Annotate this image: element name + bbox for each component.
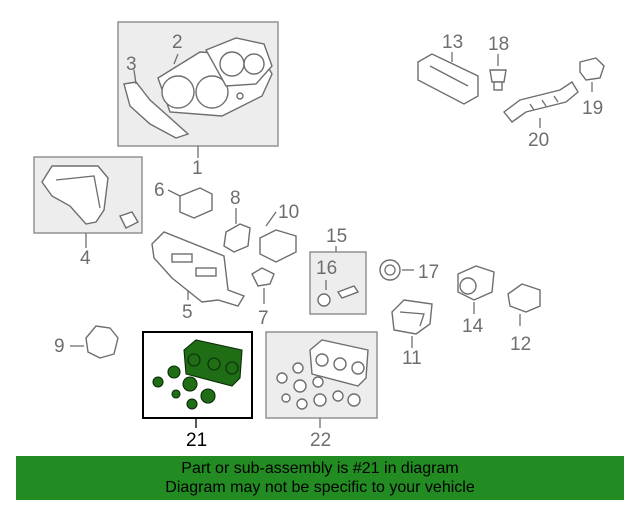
part-group-13[interactable]: 13 [417,32,479,105]
display-13 [417,53,479,105]
label-10: 10 [278,202,299,223]
part-group-19[interactable]: 19 [579,57,605,119]
knob-17 [379,259,401,281]
sensor-18 [489,69,507,83]
part-group-15[interactable]: 15 16 [309,226,367,315]
label-11: 11 [402,348,422,369]
label-12: 12 [510,334,531,355]
label-2: 2 [172,32,183,53]
label-14: 14 [462,316,484,337]
label-20: 20 [528,130,549,151]
label-17: 17 [418,262,439,283]
label-18: 18 [488,34,509,55]
label-22: 22 [310,430,331,451]
knob-21d [171,389,181,399]
part-group-17[interactable]: 17 [379,259,439,283]
knob-21f [200,388,216,404]
exploded-parts-diagram: 2 3 1 4 6 8 10 [33,21,605,451]
part-group-22[interactable]: 22 [265,331,378,451]
part-group-5[interactable]: 5 [151,231,246,323]
duct-hose-20 [503,81,579,123]
label-1: 1 [192,158,203,179]
switch-8 [223,223,251,253]
socket-16 [317,293,331,307]
knob-21a [152,376,164,388]
label-16: 16 [316,258,337,279]
notice-line-part: Part or sub-assembly is #21 in diagram [181,460,459,477]
label-6: 6 [154,180,165,201]
switch-6 [179,187,213,219]
vent-11 [391,299,433,335]
label-3: 3 [126,54,137,75]
part-group-7[interactable]: 7 [251,267,275,329]
part-group-12[interactable]: 12 [507,283,541,355]
label-8: 8 [230,188,241,209]
knob-21e [186,398,198,410]
label-15: 15 [326,226,347,247]
cluster-bezel [41,165,109,225]
label-9: 9 [54,336,65,357]
label-5: 5 [182,302,193,323]
clip-7 [251,267,275,287]
part-group-8[interactable]: 8 [223,188,251,253]
knob-21c [182,376,198,392]
label-4: 4 [80,248,91,269]
bracket-9 [85,325,119,359]
part-group-10[interactable]: 10 [259,202,299,263]
notice-line-disclaimer: Diagram may not be specific to your vehi… [165,479,475,496]
part-group-14[interactable]: 14 [457,265,495,337]
label-13: 13 [442,32,463,53]
sensor-19 [579,57,605,81]
label-7: 7 [258,308,269,329]
knob-21b [167,365,181,379]
fitment-notice-banner: Part or sub-assembly is #21 in diagram D… [16,456,624,500]
switch-10 [259,229,297,263]
part-group-4[interactable]: 4 [33,156,143,269]
part-group-6[interactable]: 6 [154,180,213,219]
cluster-lens [123,81,190,139]
part-group-11[interactable]: 11 [391,299,433,369]
label-21: 21 [186,430,207,451]
part-group-18[interactable]: 18 [488,34,509,91]
part-group-9[interactable]: 9 [54,325,119,359]
part-group-20[interactable]: 20 [503,81,579,151]
part-group-21[interactable]: 21 [142,331,253,451]
instrument-cluster-housing [157,37,273,117]
switch-12 [507,283,541,313]
part-group-1[interactable]: 2 3 1 [117,21,279,179]
label-19: 19 [582,98,603,119]
